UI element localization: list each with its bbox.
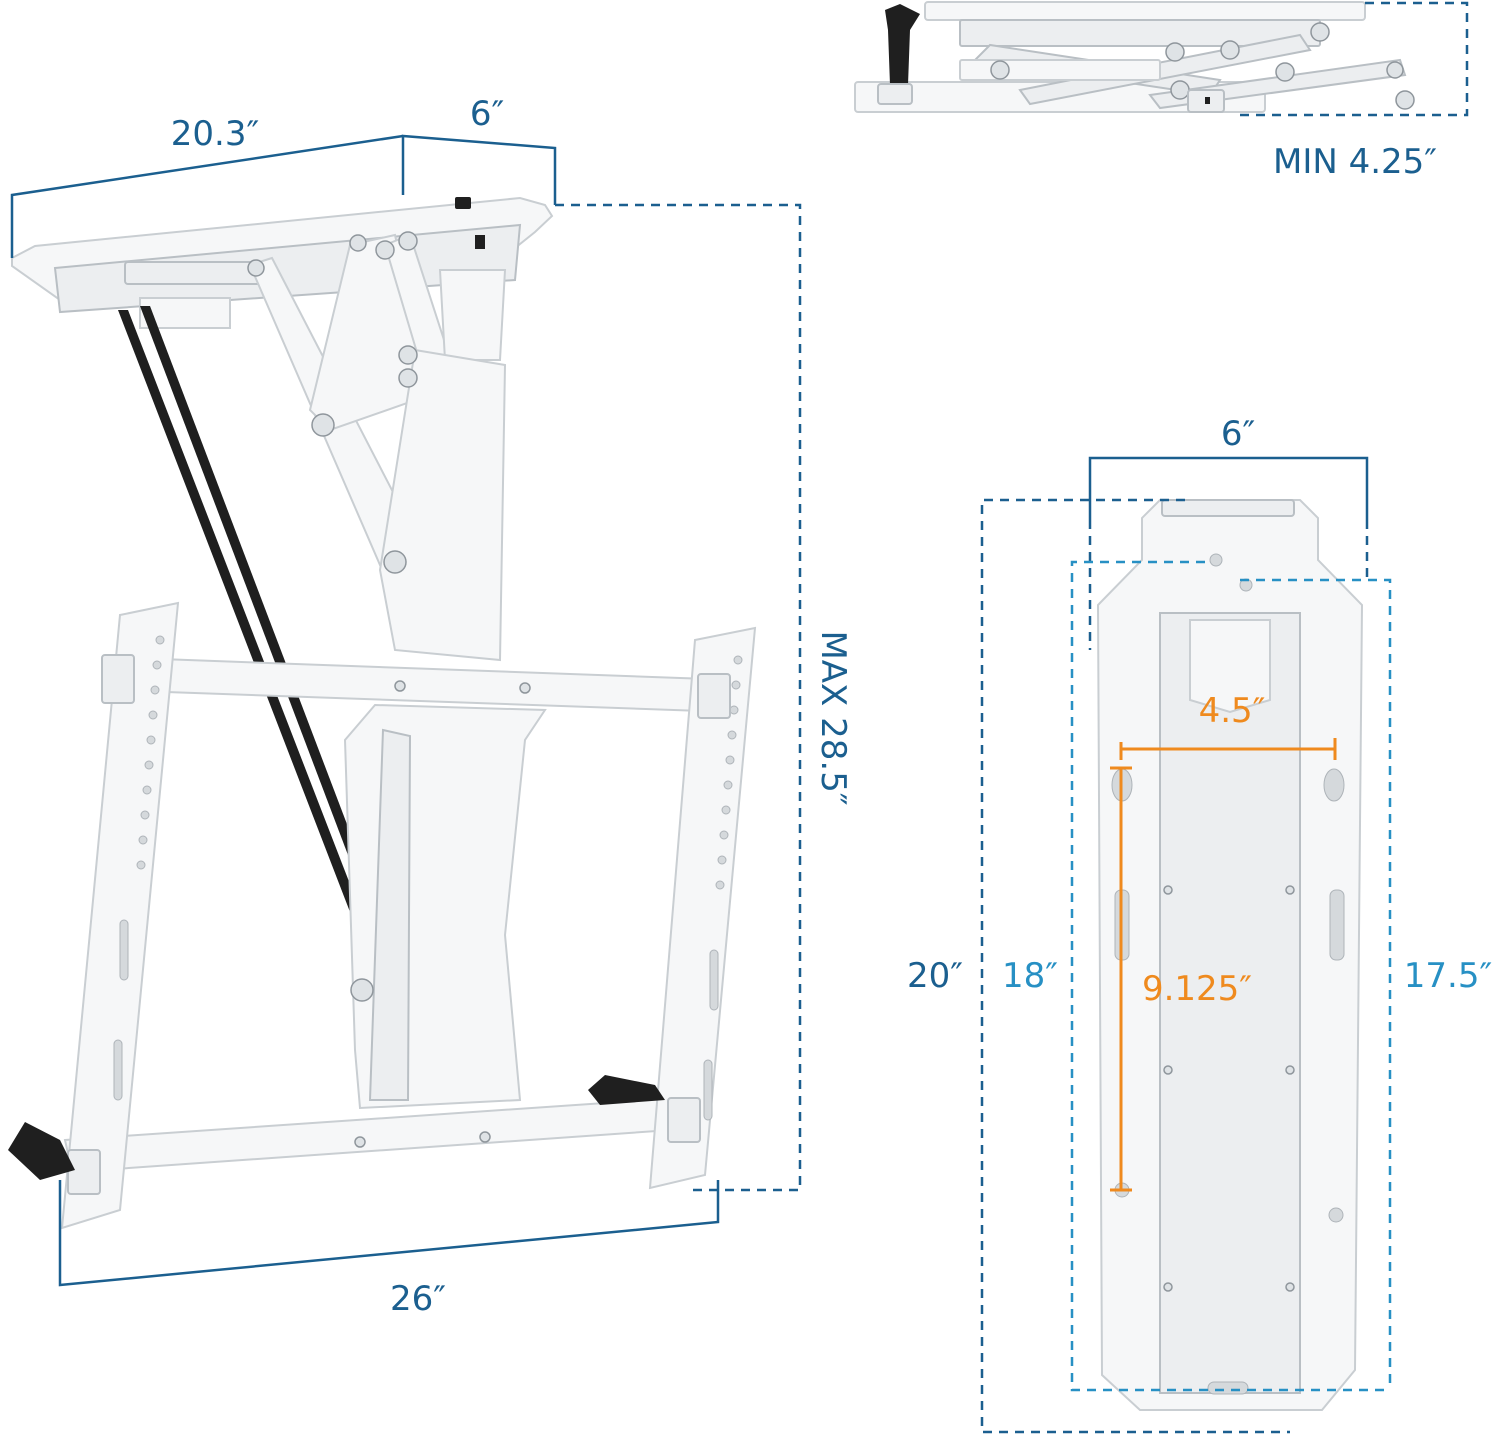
hole-spacing-dimension xyxy=(1119,738,1337,760)
vertical-spacing-dimension xyxy=(1110,766,1132,1192)
max-height-label: MAX 28.5″ xyxy=(813,630,853,805)
depth-label: 6″ xyxy=(470,94,504,134)
width-label: 20.3″ xyxy=(171,114,259,154)
extended-mount-illustration xyxy=(8,196,757,1230)
plate-inner-height-label: 18″ xyxy=(1002,956,1058,996)
plate-overall-height-label: 20″ xyxy=(907,956,963,996)
bracket-width-label: 26″ xyxy=(390,1279,446,1319)
min-height-dimension xyxy=(1240,1,1469,117)
max-height-dimension xyxy=(555,203,802,1192)
vertical-spacing-label: 9.125″ xyxy=(1142,969,1252,1009)
bracket-width-dimension xyxy=(58,1180,720,1287)
depth-dimension xyxy=(401,134,557,205)
plate-right-height-label: 17.5″ xyxy=(1404,956,1492,996)
folded-mount-illustration xyxy=(854,1,1415,113)
hole-spacing-label: 4.5″ xyxy=(1199,691,1266,731)
plate-top-width-label: 6″ xyxy=(1221,414,1255,454)
mounting-plate-illustration xyxy=(1096,499,1364,1411)
plate-right-height-dimension xyxy=(1240,578,1392,1390)
plate-top-width-dimension xyxy=(1088,456,1369,650)
min-height-label: MIN 4.25″ xyxy=(1273,142,1437,182)
width-dimension xyxy=(10,134,404,258)
plate-overall-height-dimension xyxy=(980,498,1290,1434)
plate-inner-height-dimension xyxy=(1070,560,1390,1392)
